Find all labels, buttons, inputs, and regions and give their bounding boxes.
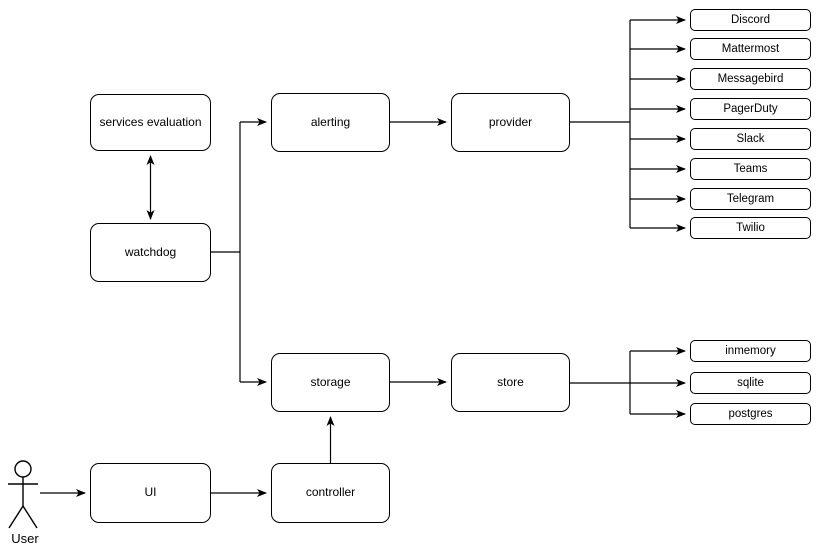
node-postgres[interactable]: postgres — [690, 403, 811, 425]
node-ui[interactable]: UI — [90, 463, 211, 523]
node-label: Twilio — [736, 221, 765, 234]
node-twilio[interactable]: Twilio — [690, 217, 811, 239]
node-label: PagerDuty — [723, 102, 778, 115]
node-label: Mattermost — [721, 42, 780, 55]
node-label: Messagebird — [717, 72, 784, 85]
node-discord[interactable]: Discord — [690, 9, 811, 31]
node-teams[interactable]: Teams — [690, 158, 811, 180]
node-label: Slack — [736, 132, 765, 145]
node-sqlite[interactable]: sqlite — [690, 372, 811, 394]
node-label: Discord — [731, 13, 770, 26]
node-controller[interactable]: controller — [271, 463, 390, 523]
node-label: provider — [488, 114, 533, 129]
node-services-evaluation[interactable]: services evaluation — [90, 94, 211, 151]
node-watchdog[interactable]: watchdog — [90, 223, 211, 282]
node-alerting[interactable]: alerting — [271, 93, 390, 152]
node-label: watchdog — [124, 244, 177, 259]
node-inmemory[interactable]: inmemory — [690, 340, 811, 362]
node-storage[interactable]: storage — [271, 353, 390, 412]
node-messagebird[interactable]: Messagebird — [690, 68, 811, 90]
node-label: services evaluation — [99, 114, 202, 129]
user-actor-icon — [8, 460, 38, 529]
node-label: inmemory — [725, 344, 776, 357]
node-label: controller — [305, 485, 356, 500]
node-slack[interactable]: Slack — [690, 128, 811, 150]
node-label: sqlite — [737, 376, 764, 389]
node-mattermost[interactable]: Mattermost — [690, 38, 811, 60]
node-provider[interactable]: provider — [451, 93, 570, 152]
user-actor-label: User — [11, 531, 39, 546]
node-label: storage — [310, 374, 351, 389]
node-telegram[interactable]: Telegram — [690, 188, 811, 210]
node-store[interactable]: store — [451, 353, 570, 412]
node-label: alerting — [310, 114, 351, 129]
node-pagerduty[interactable]: PagerDuty — [690, 98, 811, 120]
node-label: UI — [144, 485, 157, 500]
node-label: Teams — [733, 162, 768, 175]
node-label: store — [497, 374, 524, 389]
node-label: Telegram — [726, 192, 775, 205]
node-label: postgres — [728, 407, 773, 420]
